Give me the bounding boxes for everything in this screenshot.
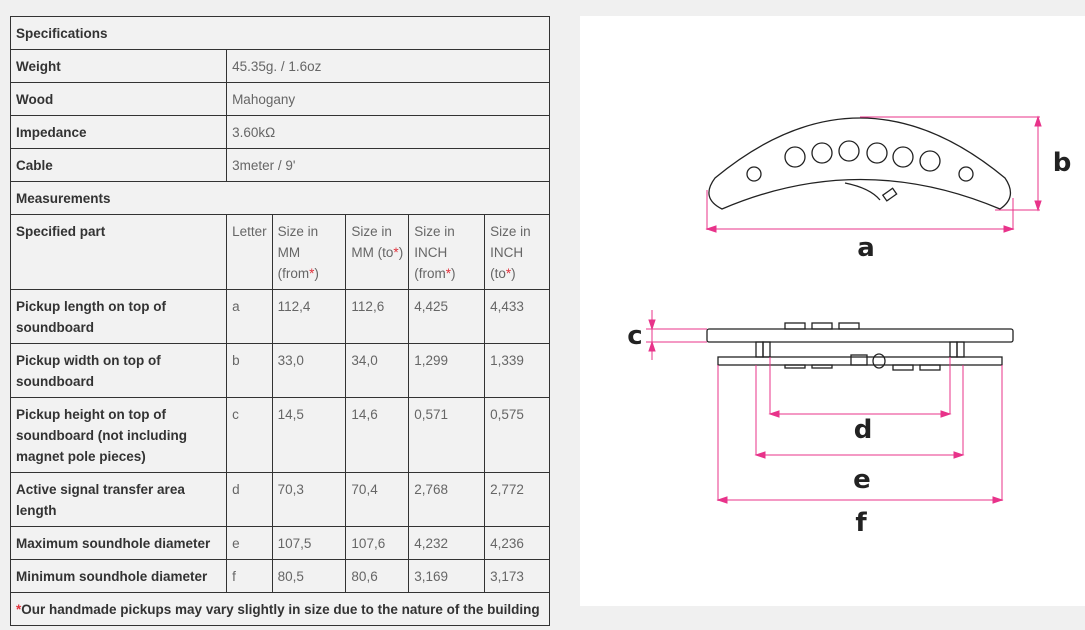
pole-piece (746, 166, 762, 182)
inch-to: 1,339 (484, 343, 550, 398)
spec-value: 45.35g. / 1.6oz (226, 49, 550, 83)
inch-to: 0,575 (484, 397, 550, 473)
pickup-body (708, 117, 1012, 210)
header-inch-to: Size in INCH (to*) (484, 214, 550, 290)
spec-value: Mahogany (226, 82, 550, 116)
cable-connector (881, 187, 898, 202)
header-text: Size in MM (to (351, 224, 394, 260)
asterisk: * (309, 266, 315, 281)
paren: ) (451, 266, 456, 281)
inch-to: 4,236 (484, 526, 550, 560)
paren: ) (511, 266, 516, 281)
spec-value: 3.60kΩ (226, 115, 550, 149)
header-letter: Letter (226, 214, 273, 290)
spec-label: Wood (9, 82, 228, 116)
mm-to: 80,6 (345, 559, 410, 593)
letter: c (226, 397, 273, 473)
mm-to: 107,6 (345, 526, 410, 560)
mm-to: 70,4 (345, 472, 410, 527)
part-name: Pickup length on top of soundboard (9, 289, 228, 344)
label-d: d (854, 415, 873, 445)
asterisk: * (393, 245, 399, 260)
inch-from: 3,169 (408, 559, 486, 593)
inch-to: 3,173 (484, 559, 550, 593)
part-name: Pickup height on top of soundboard (not … (9, 397, 228, 473)
mm-to: 112,6 (345, 289, 410, 344)
mm-to: 14,6 (345, 397, 410, 473)
pole-piece (919, 150, 941, 172)
pole-piece (838, 140, 860, 162)
part-name: Active signal transfer area length (9, 472, 228, 527)
footnote-text: Our handmade pickups may vary slightly i… (21, 602, 540, 617)
header-mm-to: Size in MM (to*) (345, 214, 410, 290)
asterisk: * (445, 266, 452, 281)
header-inch-from: Size in INCH (from*) (408, 214, 486, 290)
measurement-row: Pickup height on top of soundboard (not … (9, 397, 550, 473)
pickup-side-view (706, 322, 1014, 371)
label-a: a (857, 233, 875, 263)
inch-from: 2,768 (408, 472, 486, 527)
paren: ) (314, 266, 319, 281)
inch-from: 4,425 (408, 289, 486, 344)
asterisk: * (505, 266, 512, 281)
mm-from: 112,4 (271, 289, 347, 344)
letter: e (226, 526, 273, 560)
measurements-heading: Measurements (10, 181, 550, 215)
paren: ) (398, 245, 404, 260)
spec-label: Impedance (9, 115, 228, 149)
specifications-heading: Specifications (10, 16, 550, 50)
header-part: Specified part (9, 214, 228, 290)
mm-to: 34,0 (345, 343, 410, 398)
letter: d (226, 472, 273, 527)
footnote: *Our handmade pickups may vary slightly … (10, 592, 550, 626)
label-c: c (627, 321, 642, 351)
header-mm-from: Size in MM (from*) (271, 214, 347, 290)
pole-piece (958, 166, 974, 182)
asterisk: * (16, 602, 22, 617)
inch-from: 1,299 (408, 343, 486, 398)
inch-from: 0,571 (408, 397, 486, 473)
part-name: Pickup width on top of soundboard (9, 343, 228, 398)
label-f: f (855, 508, 867, 538)
mm-from: 33,0 (271, 343, 347, 398)
pole-piece (892, 146, 914, 168)
mm-from: 107,5 (271, 526, 347, 560)
inch-to: 4,433 (484, 289, 550, 344)
dimension-lines (646, 115, 1042, 504)
letter: f (226, 559, 273, 593)
mm-from: 70,3 (271, 472, 347, 527)
header-text: Size in INCH (from (414, 224, 455, 281)
cable-notch (844, 182, 881, 201)
spec-label: Cable (9, 148, 228, 182)
letter: b (226, 343, 273, 398)
part-name: Maximum soundhole diameter (9, 526, 228, 560)
label-b: b (1053, 148, 1072, 178)
pole-piece (811, 142, 833, 164)
header-text: Size in INCH (to (490, 224, 531, 281)
header-row: Specified part Letter Size in MM (from*)… (9, 214, 550, 290)
inch-from: 4,232 (408, 526, 486, 560)
part-name: Minimum soundhole diameter (9, 559, 228, 593)
spec-label: Weight (9, 49, 228, 83)
header-text: Size in MM (from (277, 224, 319, 281)
mm-from: 80,5 (271, 559, 347, 593)
pickup-diagram: a b c d e f (627, 115, 1072, 538)
pickup-top-view (708, 117, 1012, 210)
pole-piece (866, 142, 888, 164)
pole-piece (784, 146, 806, 168)
mm-from: 14,5 (271, 397, 347, 473)
inch-to: 2,772 (484, 472, 550, 527)
spec-value: 3meter / 9' (226, 148, 550, 182)
label-e: e (853, 465, 871, 495)
letter: a (226, 289, 273, 344)
pickup-diagram-panel: a b c d e f (580, 16, 1085, 606)
